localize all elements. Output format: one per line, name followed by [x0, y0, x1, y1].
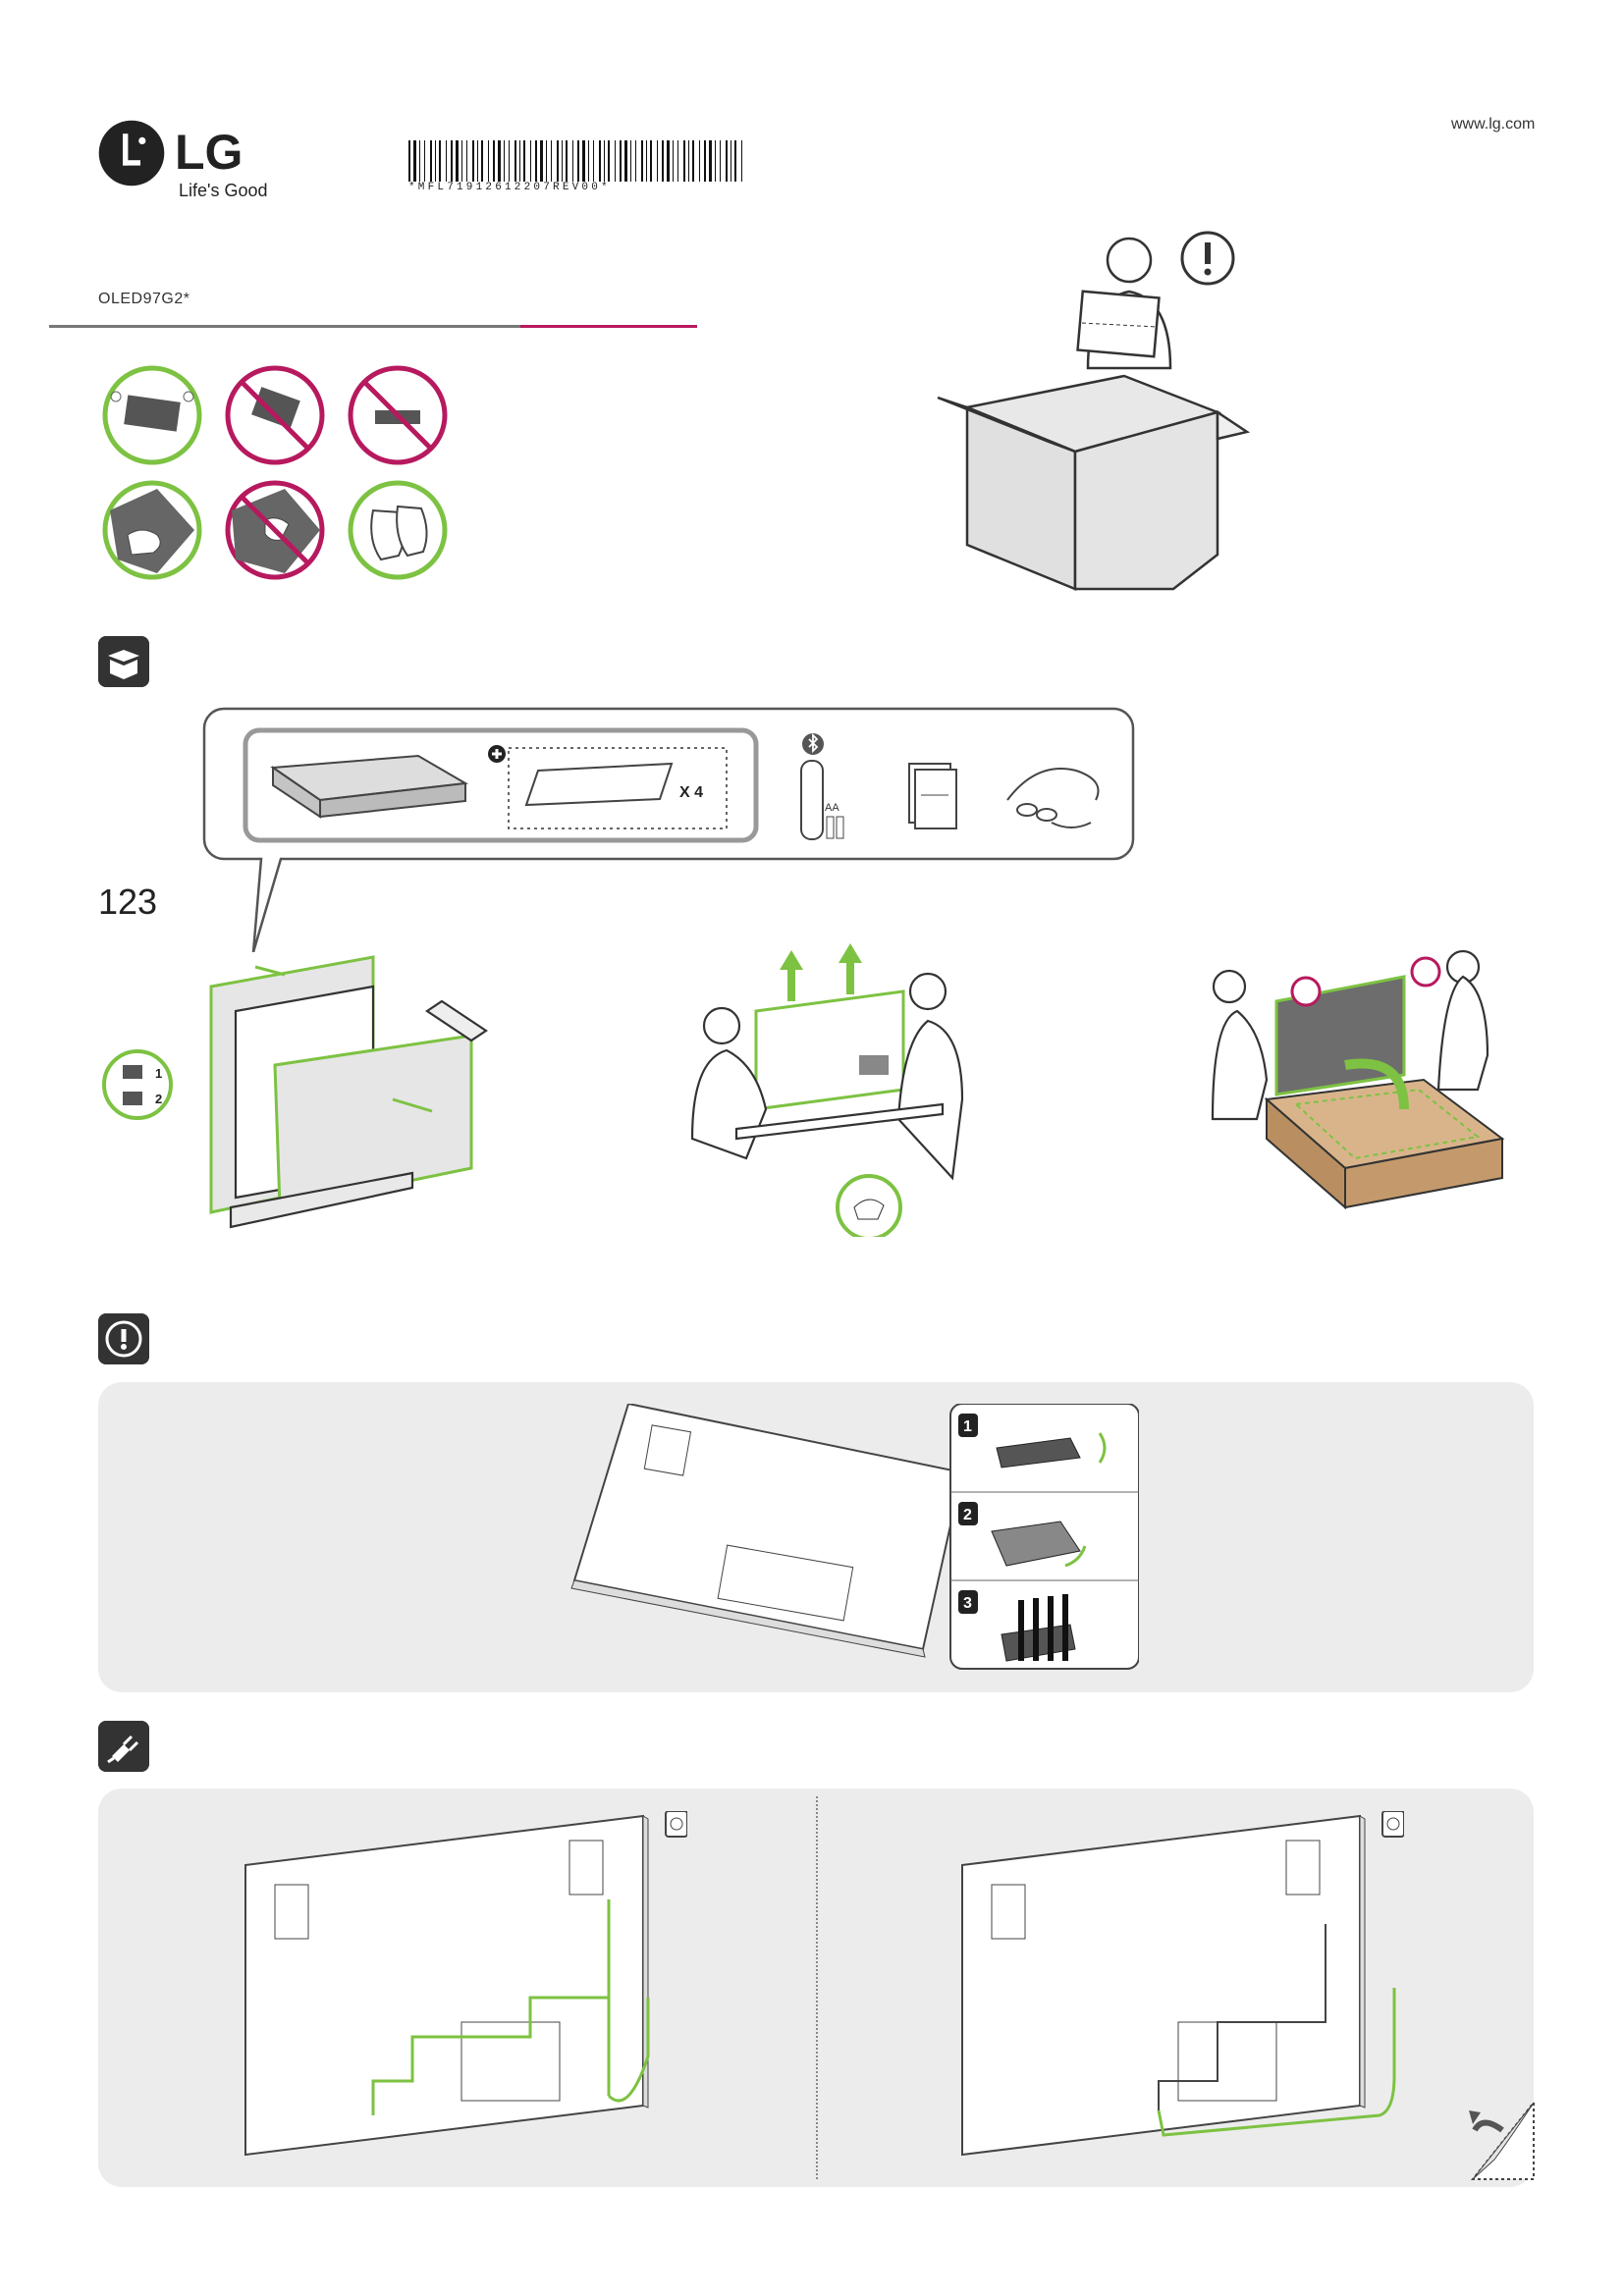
wall-outlet-icon	[1381, 1811, 1404, 1838]
magic-remote-item	[800, 760, 824, 840]
manual-item	[908, 763, 957, 829]
wall-outlet-icon	[665, 1811, 687, 1838]
barcode-text: *MFL71912612207REV00*	[408, 182, 611, 193]
quantity-label: X 4	[679, 784, 703, 801]
svg-text:2: 2	[963, 1507, 972, 1523]
stand-base-item	[270, 754, 469, 819]
ir-blaster-cable-item	[1006, 768, 1100, 828]
brand-tagline: Life's Good	[179, 181, 268, 200]
gloves-icon	[348, 480, 448, 580]
no-carry-flat-icon	[225, 365, 325, 465]
step-1-badge: 1	[958, 1414, 978, 1437]
svg-text:1: 1	[963, 1418, 972, 1435]
brand-name: LG	[175, 125, 244, 180]
handle-removal-inset: 1 2	[102, 1049, 173, 1120]
inset-step-1: 1	[155, 1066, 162, 1081]
step-2-badge: 2	[958, 1502, 978, 1525]
lift-tv-illustration	[690, 943, 964, 1237]
lg-logo-icon	[98, 120, 165, 187]
battery-item	[826, 816, 835, 839]
no-carry-horizontal-icon	[348, 365, 448, 465]
bracket-item	[524, 762, 674, 807]
shipping-box	[937, 374, 1251, 591]
svg-text:3: 3	[963, 1595, 972, 1612]
manual-sheet	[1076, 290, 1161, 358]
plus-icon	[488, 745, 506, 763]
step-3-badge: 3	[958, 1590, 978, 1614]
header-divider	[49, 325, 520, 328]
ok-carry-upright-icon	[102, 365, 202, 465]
accessories-callout: X 4 AA	[202, 707, 1135, 952]
cable-routing-option-a	[244, 1811, 687, 2157]
place-on-cushion-illustration	[1211, 949, 1505, 1210]
power-plug-icon	[98, 1721, 149, 1772]
step-number: 123	[98, 881, 158, 922]
handling-guidelines	[102, 365, 448, 580]
box-icon	[98, 636, 149, 687]
battery-label: AA	[825, 802, 839, 814]
model-number: OLED97G2*	[98, 291, 190, 307]
exclamation-icon	[1180, 231, 1235, 286]
ok-hold-edge-icon	[102, 480, 202, 580]
tv-back-cable-holder-illustration: 1 2 3	[570, 1404, 1139, 1670]
bracket-group	[508, 747, 728, 829]
remove-from-box-illustration: 1 2	[102, 955, 488, 1229]
panel-separator	[816, 1796, 818, 2179]
caution-icon	[98, 1313, 149, 1364]
no-touch-screen-icon	[225, 480, 325, 580]
website-url: www.lg.com	[1451, 116, 1536, 133]
inset-step-2: 2	[155, 1092, 162, 1106]
header-divider-accent	[520, 325, 697, 328]
bluetooth-icon	[802, 732, 824, 755]
page-turn-icon	[1469, 2101, 1535, 2180]
cable-routing-option-b	[961, 1811, 1404, 2157]
unboxing-warning-illustration	[937, 231, 1251, 591]
barcode	[408, 140, 742, 182]
